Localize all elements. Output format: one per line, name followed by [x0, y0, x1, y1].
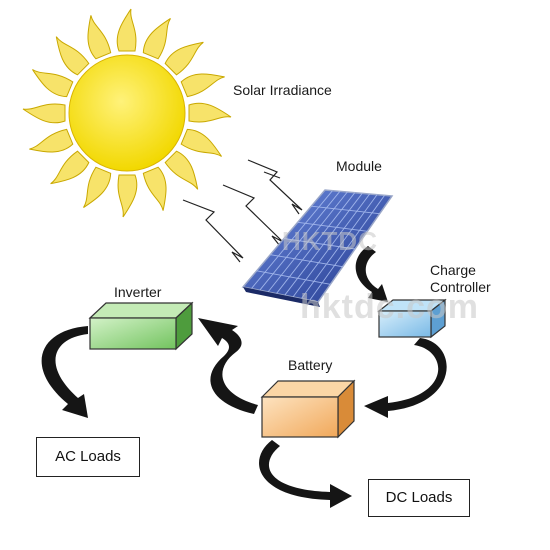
- arrow-inverter-to-ac-loads: [41, 326, 88, 418]
- module-label: Module: [336, 158, 382, 174]
- panel-grid-line: [270, 254, 343, 268]
- sun-ray: [180, 128, 222, 157]
- charge-controller-icon: [377, 298, 447, 339]
- solar-module-icon: [241, 189, 394, 307]
- sun-ray: [55, 36, 90, 76]
- sun-ray: [188, 102, 232, 123]
- panel-grid-line: [250, 190, 333, 289]
- sun-ray: [32, 69, 74, 98]
- sun-ray: [50, 150, 90, 185]
- sun-ray: [87, 15, 112, 60]
- sun-ray: [29, 128, 74, 153]
- panel-grid-line: [284, 193, 363, 296]
- arrow-module-to-controller: [355, 246, 388, 302]
- arrow-battery-to-dc-loads: [259, 440, 352, 508]
- charge-controller-label: Charge Controller: [430, 262, 491, 296]
- sun-ray: [116, 8, 137, 52]
- sun-ray: [164, 150, 199, 190]
- panel-grid-line: [309, 195, 385, 301]
- irradiance-rays-icon: [182, 159, 303, 263]
- charge-controller-label-line1: Charge: [430, 262, 476, 278]
- battery-icon: [260, 379, 356, 439]
- sun-ray: [117, 174, 138, 218]
- panel-grid-line: [275, 192, 356, 294]
- watermark-hktdc-url: hktdc.com: [300, 288, 480, 326]
- watermark-hktdc: HKTDC: [282, 226, 378, 256]
- battery-label: Battery: [288, 357, 333, 373]
- panel-grid-line: [300, 194, 378, 299]
- panel-grid-line: [259, 191, 341, 291]
- inverter-label: Inverter: [114, 284, 162, 300]
- sun-ray: [142, 18, 171, 60]
- charge-controller-label-line2: Controller: [430, 279, 491, 295]
- panel-grid-line: [311, 205, 380, 215]
- panel-grid-line: [292, 193, 371, 298]
- panel-grid-line: [297, 221, 368, 232]
- dc-loads-box: DC Loads: [368, 479, 470, 517]
- panel-grid-line: [267, 191, 348, 293]
- sun-ray: [83, 166, 112, 208]
- panel-grid-line: [256, 270, 331, 285]
- sun-ray: [180, 73, 225, 98]
- arrow-controller-to-battery: [364, 338, 447, 418]
- sun-ray: [22, 103, 66, 124]
- inverter-icon: [88, 301, 194, 351]
- sun-icon: [22, 8, 232, 218]
- arrow-battery-to-inverter: [198, 318, 258, 414]
- sun-ray: [142, 166, 167, 211]
- solar-irradiance-label: Solar Irradiance: [233, 82, 332, 98]
- sun-ray: [164, 41, 204, 76]
- panel-grid-line: [283, 238, 356, 250]
- ac-loads-box: AC Loads: [36, 437, 140, 477]
